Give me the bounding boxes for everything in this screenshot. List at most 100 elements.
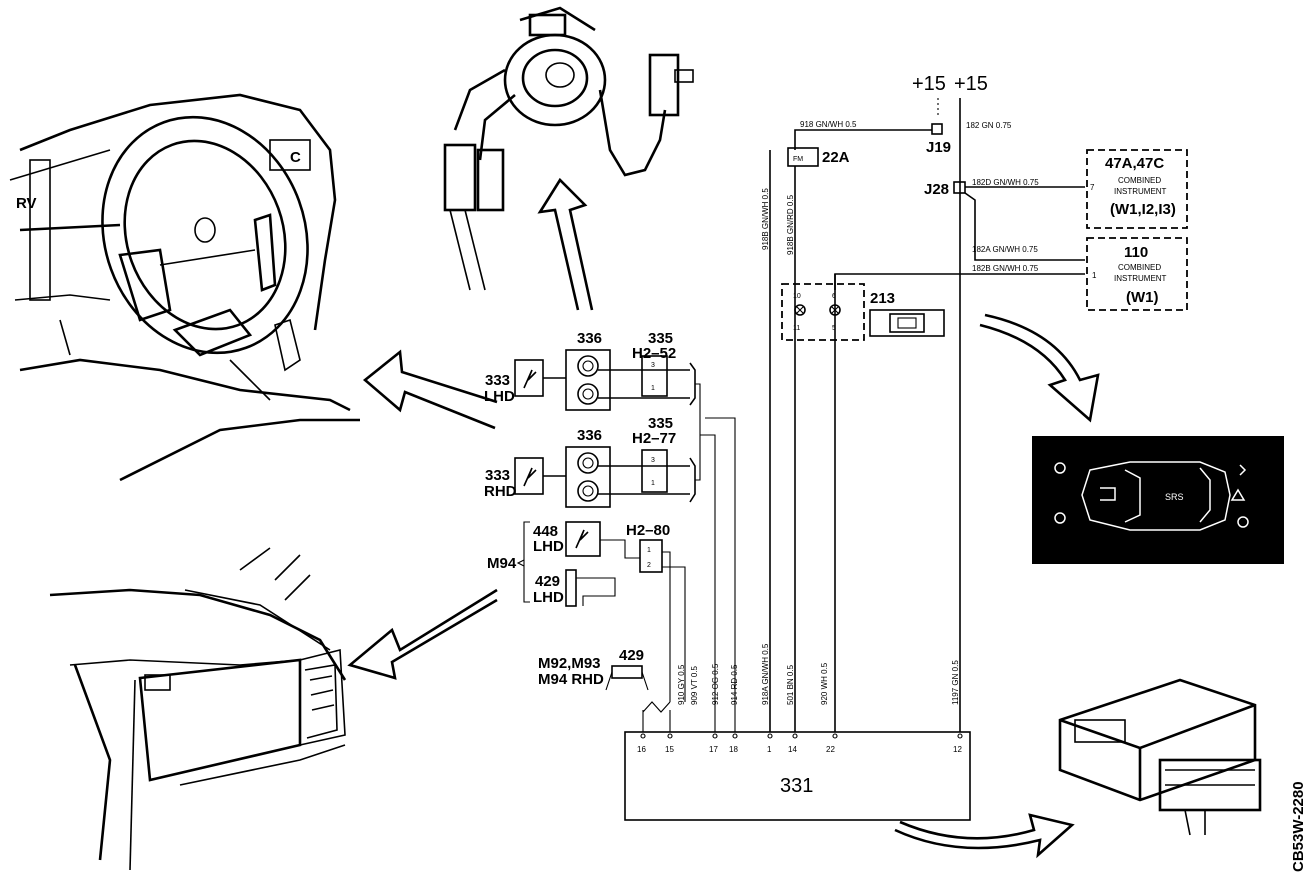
control-module-illustration xyxy=(1058,678,1262,836)
wire-1197-label: 1197 GN 0.5 xyxy=(951,660,960,705)
arrow-left-icon xyxy=(362,349,498,430)
display-srs-text: SRS xyxy=(1165,492,1184,502)
instrument-47-line2: INSTRUMENT xyxy=(1114,187,1167,196)
fuse-mark: FM xyxy=(793,156,803,163)
dashboard-illustration xyxy=(49,547,347,871)
component-336 xyxy=(565,446,611,508)
pin-label: 1 xyxy=(651,480,655,487)
m94-rhd-label: M94 RHD xyxy=(538,671,604,688)
pin-label: 3 xyxy=(651,362,655,369)
pin-label: 7 xyxy=(1090,183,1095,192)
component-213 xyxy=(869,309,945,337)
instrument-110-line1: COMBINED xyxy=(1118,263,1161,272)
wire-920-label: 920 WH 0.5 xyxy=(820,662,829,705)
connector-j28-label: J28 xyxy=(924,181,949,198)
control-module-331 xyxy=(624,731,971,821)
srs-lamp-group xyxy=(781,283,865,341)
component-448 xyxy=(565,521,601,557)
component-429-side: LHD xyxy=(533,589,564,606)
steering-wheel-illustration: C RV xyxy=(9,93,360,482)
connector-h2-80-label: H2–80 xyxy=(626,522,670,539)
arrow-left-icon xyxy=(347,588,498,680)
connector-j19 xyxy=(931,123,943,135)
pin-label: 2 xyxy=(647,562,651,569)
instrument-110-variant: (W1) xyxy=(1126,289,1159,306)
instrument-110-line2: INSTRUMENT xyxy=(1114,274,1167,283)
component-448-label: 448 xyxy=(533,523,558,540)
instrument-47-variants: (W1,I2,I3) xyxy=(1110,201,1176,218)
component-336 xyxy=(565,349,611,411)
svg-text:C: C xyxy=(290,149,301,166)
arrow-curve-icon xyxy=(979,313,1100,423)
connector-h2-52-label: H2–52 xyxy=(632,345,676,362)
wire-918a-label: 918A GN/WH 0.5 xyxy=(761,643,770,705)
connector-j19-label: J19 xyxy=(926,139,951,156)
connector-335-label: 335 xyxy=(648,330,673,347)
pin-label: 16 xyxy=(637,745,646,754)
pin-label: 5 xyxy=(832,325,836,332)
connector-h2-77 xyxy=(641,449,668,493)
ecu-pins: 16 15 17 18 1 14 22 12 xyxy=(637,733,963,754)
component-429-lhd xyxy=(565,569,577,607)
connector-335-label: 335 xyxy=(648,415,673,432)
combined-instrument-110 xyxy=(1086,237,1188,311)
supply-label: +15 xyxy=(912,73,946,95)
wire-909-label: 909 VT 0.5 xyxy=(690,665,699,705)
wire-918b-gnwh-label: 918B GN/WH 0.5 xyxy=(761,188,770,250)
pin-label: 15 xyxy=(665,745,674,754)
instrument-47-title: 47A,47C xyxy=(1105,155,1164,172)
pin-label: 10 xyxy=(793,293,801,300)
wire-182b-label: 182B GN/WH 0.75 xyxy=(972,264,1039,273)
arrow-curve-icon xyxy=(894,813,1075,859)
component-333-side: RHD xyxy=(484,483,517,500)
svg-text:RV: RV xyxy=(16,195,37,212)
contact-reel-illustration xyxy=(443,6,694,291)
m92-label: M92,M93 xyxy=(538,655,601,672)
pin-label: 14 xyxy=(788,745,797,754)
pin-label: 1 xyxy=(767,745,772,754)
instrument-110-title: 110 xyxy=(1124,244,1148,261)
wire-182-label: 182 GN 0.75 xyxy=(966,121,1012,130)
pin-label: 12 xyxy=(953,745,962,754)
component-336-label: 336 xyxy=(577,330,602,347)
component-429-rhd-label: 429 xyxy=(619,647,644,664)
wire-501-label: 501 BN 0.5 xyxy=(786,664,795,705)
supply-label: +15 xyxy=(954,73,988,95)
control-module-331-label: 331 xyxy=(780,775,813,797)
pin-label: 3 xyxy=(651,457,655,464)
srs-display-illustration: SRS xyxy=(1032,436,1284,564)
wire-918-label: 918 GN/WH 0.5 xyxy=(800,120,857,129)
wire-182d-label: 182D GN/WH 0.75 xyxy=(972,178,1039,187)
connector-h2-52 xyxy=(641,355,668,397)
component-333-label: 333 xyxy=(485,372,510,389)
wire-910-label: 910 GY 0.5 xyxy=(677,664,686,705)
component-429-label: 429 xyxy=(535,573,560,590)
wire-182a-label: 182A GN/WH 0.75 xyxy=(972,245,1038,254)
pin-label: 18 xyxy=(729,745,738,754)
arrow-up-icon xyxy=(537,177,594,311)
pin-label: 11 xyxy=(793,325,800,332)
component-336-label: 336 xyxy=(577,427,602,444)
pin-label: 17 xyxy=(709,745,718,754)
combined-instrument-47 xyxy=(1086,149,1188,229)
component-333-side: LHD xyxy=(484,388,515,405)
m94-label: M94 xyxy=(487,555,517,572)
warning-lamp-icon xyxy=(794,304,806,316)
instrument-47-line1: COMBINED xyxy=(1118,176,1161,185)
wire-918b-gnrd-label: 918B GN/RD 0.5 xyxy=(786,194,795,255)
pin-label: 6 xyxy=(832,293,836,300)
pin-label: 22 xyxy=(826,745,835,754)
connector-h2-77-label: H2–77 xyxy=(632,430,676,447)
component-213-label: 213 xyxy=(870,290,895,307)
fuse-22a xyxy=(787,147,819,167)
connector-h2-80 xyxy=(639,539,663,573)
pin-label: 1 xyxy=(647,547,651,554)
component-429-rhd xyxy=(611,665,643,679)
pin-label: 1 xyxy=(651,385,655,392)
component-448-side: LHD xyxy=(533,538,564,555)
fuse-22a-label: 22A xyxy=(822,149,850,166)
figure-code: CB53W-2280 xyxy=(1290,781,1307,872)
pin-label: 1 xyxy=(1092,271,1097,280)
component-333-label: 333 xyxy=(485,467,510,484)
